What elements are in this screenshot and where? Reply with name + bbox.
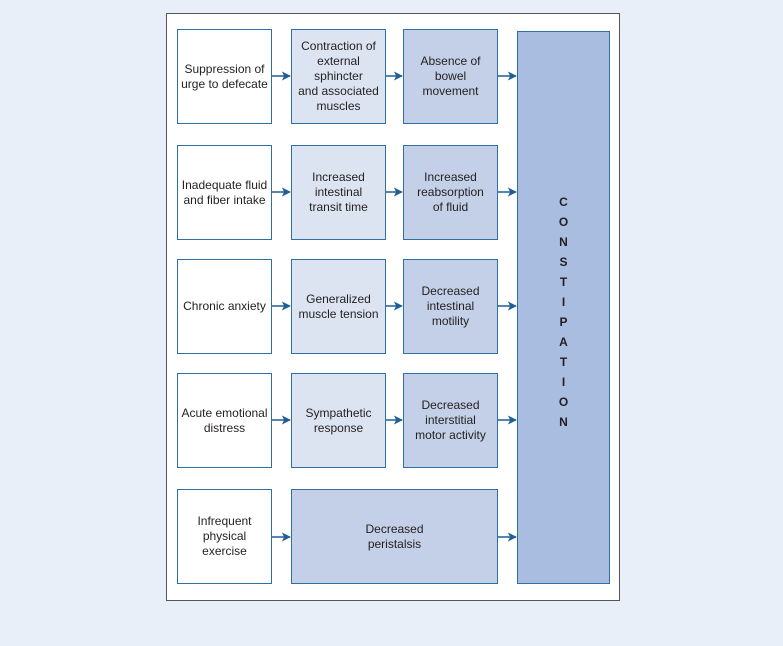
result-letter: T — [559, 355, 568, 369]
result-letter: T — [559, 275, 568, 289]
cause-box: Acute emotional distress — [177, 373, 272, 468]
effect-box: Decreased interstitial motor activity — [403, 373, 498, 468]
cause-box: Suppression of urge to defecate — [177, 29, 272, 124]
effect-box: Absence of bowel movement — [403, 29, 498, 124]
effect-box: Increased reabsorption of fluid — [403, 145, 498, 240]
cause-box: Inadequate fluid and fiber intake — [177, 145, 272, 240]
mechanism-box: Generalized muscle tension — [291, 259, 386, 354]
result-letter: S — [559, 255, 568, 269]
result-letter: O — [558, 215, 569, 229]
result-letter: P — [559, 315, 568, 329]
cause-box: Infrequent physical exercise — [177, 489, 272, 584]
mechanism-box: Contraction of external sphincter and as… — [291, 29, 386, 124]
mechanism-box: Sympathetic response — [291, 373, 386, 468]
effect-box-wide: Decreased peristalsis — [291, 489, 498, 584]
result-letter: C — [559, 195, 568, 209]
result-letter: N — [559, 415, 568, 429]
result-letter: I — [561, 375, 566, 389]
result-letter: I — [561, 295, 566, 309]
cause-box: Chronic anxiety — [177, 259, 272, 354]
effect-box: Decreased intestinal motility — [403, 259, 498, 354]
result-letter: O — [558, 395, 569, 409]
result-letter: A — [559, 335, 568, 349]
mechanism-box: Increased intestinal transit time — [291, 145, 386, 240]
result-letter: N — [559, 235, 568, 249]
